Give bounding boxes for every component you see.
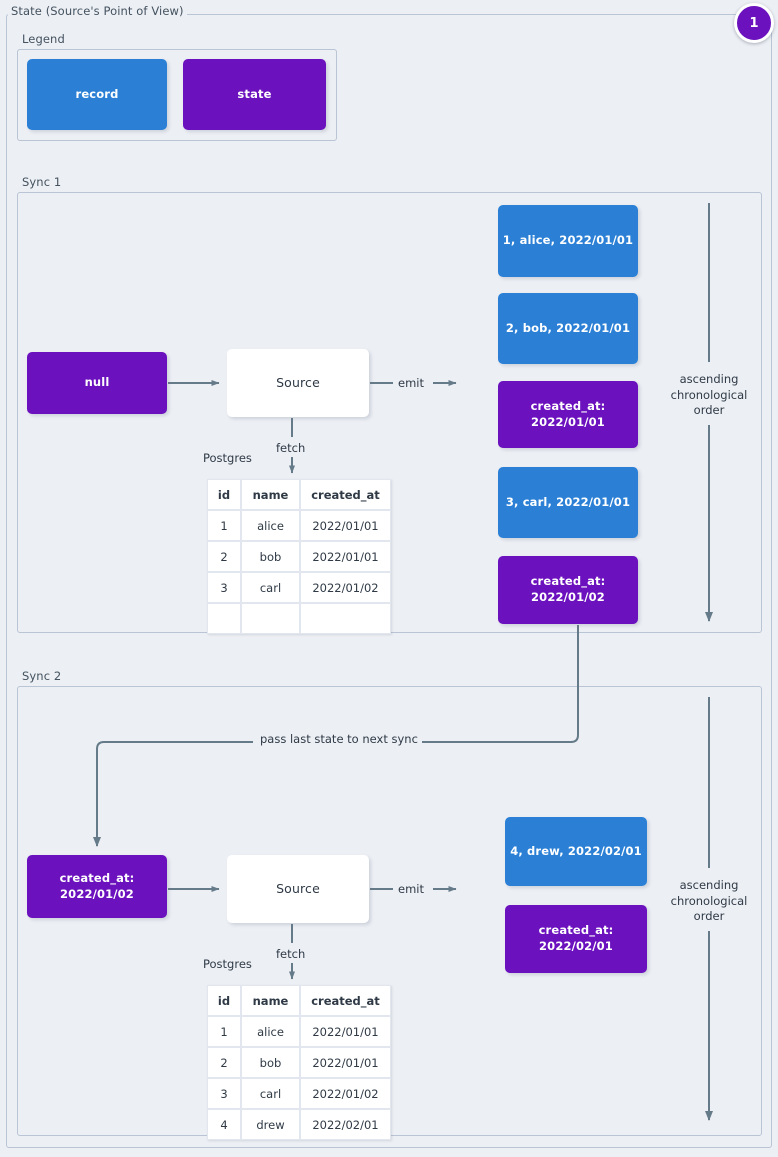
- table-header-row: id name created_at: [207, 479, 391, 510]
- table-header-row: id name created_at: [207, 985, 391, 1016]
- column-header-id: id: [207, 985, 241, 1016]
- cell-name: bob: [241, 1047, 300, 1078]
- sync2-emit-label: emit: [396, 882, 426, 898]
- sync1-emit-label: emit: [396, 376, 426, 392]
- cell-id: 2: [207, 541, 241, 572]
- legend-record-swatch: record: [27, 59, 167, 130]
- sync1-emitted-state-1: created_at: 2022/01/01: [498, 381, 638, 448]
- sync1-order-label: ascending chronological order: [670, 372, 748, 418]
- table-row: 4 drew 2022/02/01: [207, 1109, 391, 1140]
- step-badge[interactable]: 1: [734, 3, 774, 43]
- column-header-created-at: created_at: [300, 479, 391, 510]
- cell-created-at: 2022/01/01: [300, 1047, 391, 1078]
- cell-id: 1: [207, 510, 241, 541]
- cell-id: 3: [207, 572, 241, 603]
- sync2-fetch-label: fetch: [276, 947, 306, 961]
- cell-id: 1: [207, 1016, 241, 1047]
- table-row: 3 carl 2022/01/02: [207, 1078, 391, 1109]
- cell-name: bob: [241, 541, 300, 572]
- cell-created-at: 2022/01/01: [300, 1016, 391, 1047]
- cell-name: drew: [241, 1109, 300, 1140]
- cell-created-at: 2022/01/01: [300, 541, 391, 572]
- page-title: State (Source's Point of View): [8, 5, 187, 18]
- sync1-emitted-record-1: 1, alice, 2022/01/01: [498, 205, 638, 277]
- table-row: 2 bob 2022/01/01: [207, 541, 391, 572]
- column-header-name: name: [241, 985, 300, 1016]
- legend-state-swatch: state: [183, 59, 326, 130]
- sync1-source-node: Source: [227, 349, 369, 417]
- cell-id: [207, 603, 241, 634]
- cell-created-at: 2022/01/02: [300, 1078, 391, 1109]
- cell-created-at: [300, 603, 391, 634]
- cell-name: carl: [241, 572, 300, 603]
- sync1-postgres-label: Postgres: [203, 451, 252, 465]
- column-header-name: name: [241, 479, 300, 510]
- cell-name: [241, 603, 300, 634]
- legend-label: Legend: [19, 33, 68, 46]
- cell-id: 3: [207, 1078, 241, 1109]
- sync1-fetch-label: fetch: [276, 441, 306, 455]
- cell-id: 2: [207, 1047, 241, 1078]
- sync2-order-label: ascending chronological order: [670, 878, 748, 924]
- table-row: 2 bob 2022/01/01: [207, 1047, 391, 1078]
- sync2-postgres-label: Postgres: [203, 957, 252, 971]
- cell-name: alice: [241, 1016, 300, 1047]
- table-row: 1 alice 2022/01/01: [207, 1016, 391, 1047]
- column-header-created-at: created_at: [300, 985, 391, 1016]
- sync2-postgres-table: id name created_at 1 alice 2022/01/01 2 …: [207, 985, 391, 1140]
- cell-created-at: 2022/01/01: [300, 510, 391, 541]
- table-row: 3 carl 2022/01/02: [207, 572, 391, 603]
- sync1-emitted-record-3: 3, carl, 2022/01/01: [498, 467, 638, 538]
- cell-name: alice: [241, 510, 300, 541]
- cell-created-at: 2022/01/02: [300, 572, 391, 603]
- sync1-input-state-node: null: [27, 352, 167, 414]
- table-row: 1 alice 2022/01/01: [207, 510, 391, 541]
- pass-state-label: pass last state to next sync: [256, 732, 422, 748]
- sync1-emitted-record-2: 2, bob, 2022/01/01: [498, 293, 638, 364]
- sync1-label: Sync 1: [19, 176, 65, 189]
- sync2-input-state-node: created_at: 2022/01/02: [27, 855, 167, 918]
- cell-name: carl: [241, 1078, 300, 1109]
- sync1-postgres-table: id name created_at 1 alice 2022/01/01 2 …: [207, 479, 391, 634]
- sync2-source-node: Source: [227, 855, 369, 923]
- sync1-emitted-state-2: created_at: 2022/01/02: [498, 556, 638, 624]
- table-row: [207, 603, 391, 634]
- column-header-id: id: [207, 479, 241, 510]
- cell-id: 4: [207, 1109, 241, 1140]
- cell-created-at: 2022/02/01: [300, 1109, 391, 1140]
- sync2-emitted-state-1: created_at: 2022/02/01: [505, 905, 647, 973]
- sync2-label: Sync 2: [19, 670, 65, 683]
- sync2-emitted-record-1: 4, drew, 2022/02/01: [505, 817, 647, 886]
